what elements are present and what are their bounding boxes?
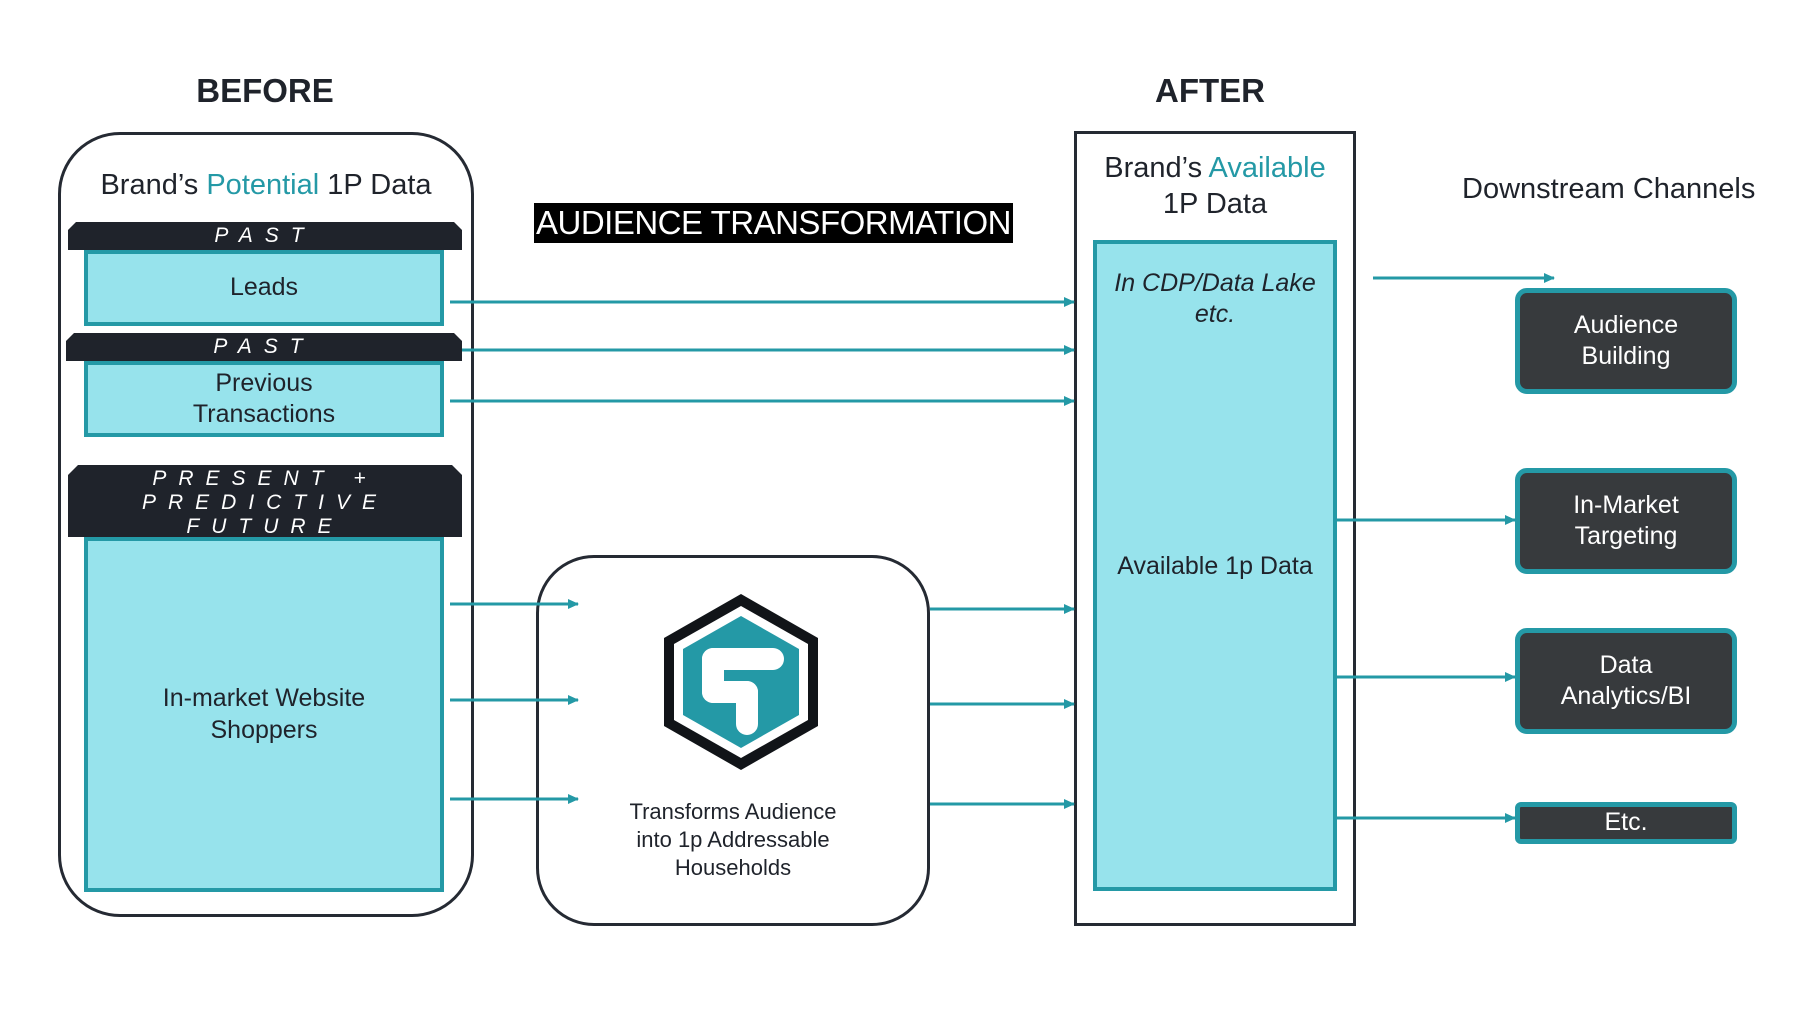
before-header: BEFORE	[196, 72, 334, 109]
transform-description: Transforms Audience into 1p Addressable …	[560, 798, 906, 882]
cdp-label: In CDP/Data Lake etc.	[1097, 268, 1333, 330]
audience-building-line1: Audience	[1573, 310, 1679, 339]
in-market-targeting-line1: In-Market	[1573, 490, 1679, 519]
cdp-line1: In CDP/Data Lake	[1114, 269, 1316, 297]
data-analytics-channel: Data Analytics/BI	[1515, 628, 1737, 734]
past-tab-1: PAST	[68, 222, 462, 250]
in-market-targeting-line2: Targeting	[1574, 522, 1678, 550]
leads-label: Leads	[229, 273, 299, 302]
website-shoppers-box: In-market Website Shoppers	[84, 537, 444, 892]
before-title-prefix: Brand’s	[100, 169, 207, 201]
website-shoppers-line2: Shoppers	[210, 715, 318, 744]
hexagon-t-logo-icon	[656, 590, 826, 774]
audience-transformation-text: AUDIENCE TRANSFORMATION	[536, 204, 1011, 241]
before-title-suffix: 1P Data	[319, 169, 432, 201]
available-label: Available 1p Data	[1117, 552, 1313, 580]
in-market-targeting-channel: In-Market Targeting	[1515, 468, 1737, 574]
after-title-line2: 1P Data	[1162, 188, 1268, 220]
available-data-box	[1093, 240, 1337, 891]
website-shoppers-line1: In-market Website	[162, 684, 366, 713]
past-tab-2: PAST	[66, 333, 462, 361]
after-header: AFTER	[1155, 72, 1265, 109]
after-title-prefix: Brand’s	[1104, 152, 1209, 184]
before-title: Brand’s Potential 1P Data	[62, 167, 470, 203]
after-title: Brand’s Available 1P Data	[1078, 150, 1352, 222]
before-title-highlight: Potential	[206, 169, 320, 201]
downstream-channels-header: Downstream Channels	[1462, 173, 1756, 205]
after-title-highlight: Available	[1208, 152, 1326, 184]
audience-building-channel: Audience Building	[1515, 288, 1737, 394]
previous-transactions-line1: Previous	[215, 368, 313, 397]
cdp-line2: etc.	[1194, 300, 1236, 328]
previous-transactions-line2: Transactions	[192, 400, 336, 428]
tab-future-line: FUTURE	[186, 515, 344, 538]
transform-line3: Households	[674, 855, 792, 880]
audience-building-line2: Building	[1581, 342, 1671, 370]
tab-predictive-line: PREDICTIVE	[141, 491, 389, 514]
audience-transformation-label: AUDIENCE TRANSFORMATION	[534, 203, 1013, 243]
etc-channel: Etc.	[1515, 802, 1737, 844]
previous-transactions-box: Previous Transactions	[84, 361, 444, 437]
data-analytics-line1: Data	[1599, 650, 1653, 679]
leads-box: Leads	[84, 250, 444, 326]
tab-present-line: PRESENT +	[152, 467, 378, 490]
data-analytics-line2: Analytics/BI	[1560, 682, 1692, 710]
etc-label: Etc.	[1604, 808, 1648, 837]
transform-line2: into 1p Addressable	[636, 827, 830, 852]
present-future-tab: PRESENT + PREDICTIVE FUTURE	[68, 465, 462, 537]
transform-line1: Transforms Audience	[629, 799, 837, 824]
